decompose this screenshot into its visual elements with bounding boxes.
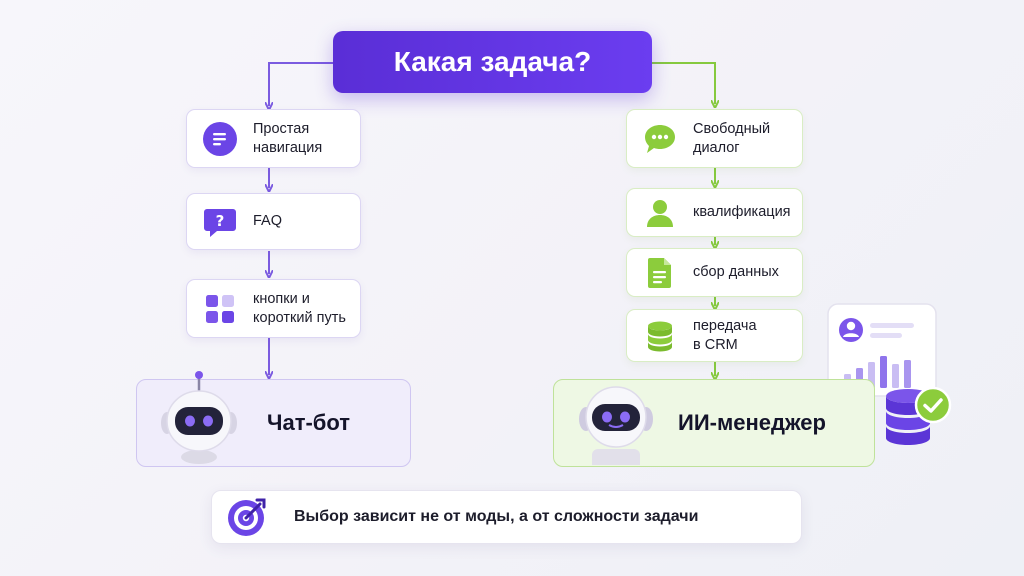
connector-title-to-right (652, 62, 715, 104)
robot-antenna-icon (159, 371, 251, 464)
chat-dots-icon (643, 122, 677, 156)
question-bubble-icon: ? (203, 205, 237, 239)
title-text: Какая задача? (393, 46, 592, 77)
check-circle-icon (914, 386, 952, 424)
step-label: Свободный диалог (693, 120, 771, 156)
document-lines-icon (203, 121, 237, 156)
left-step-navigation: Простая навигация (186, 109, 361, 168)
right-step-qualification: квалификация (626, 188, 803, 237)
user-icon (643, 196, 677, 230)
database-stack-icon (880, 384, 956, 454)
result-chat-bot: Чат-бот (136, 371, 411, 467)
footer-text: Выбор зависит не от моды, а от сложности… (294, 508, 699, 525)
result-label: ИИ-менеджер (678, 410, 826, 435)
result-label: Чат-бот (267, 410, 351, 435)
title-box: Какая задача? (333, 31, 652, 93)
left-step-buttons: кнопки и короткий путь (186, 279, 361, 338)
step-label: сбор данных (693, 264, 779, 280)
svg-text:?: ? (216, 212, 225, 230)
footer-banner: Выбор зависит не от моды, а от сложности… (211, 490, 802, 544)
database-icon (643, 319, 677, 353)
step-label: квалификация (693, 204, 791, 220)
grid-squares-icon (203, 292, 237, 326)
left-step-faq: ? FAQ (186, 193, 361, 250)
step-label: кнопки и короткий путь (253, 290, 346, 326)
right-step-crm: передача в CRM (626, 309, 803, 362)
right-step-free-dialog: Свободный диалог (626, 109, 803, 168)
step-label: Простая навигация (253, 120, 323, 156)
result-ai-manager: ИИ-менеджер (553, 379, 875, 467)
document-icon (643, 256, 677, 290)
analytics-card-icon (826, 302, 938, 398)
step-label: FAQ (253, 213, 283, 229)
step-label: передача в CRM (693, 317, 757, 353)
connector-title-to-left (269, 62, 333, 106)
robot-headset-icon (576, 375, 660, 465)
target-icon (226, 496, 268, 538)
right-step-data-collection: сбор данных (626, 248, 803, 297)
